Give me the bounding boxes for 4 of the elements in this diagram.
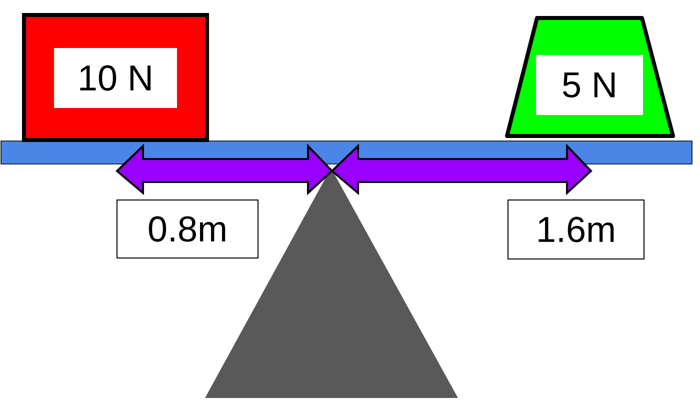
distance-label: 1.6m	[508, 200, 644, 260]
distance-label: 0.8m	[116, 200, 258, 258]
weight-block: 10 N	[22, 13, 209, 142]
weight-block: 5 N	[505, 16, 675, 138]
